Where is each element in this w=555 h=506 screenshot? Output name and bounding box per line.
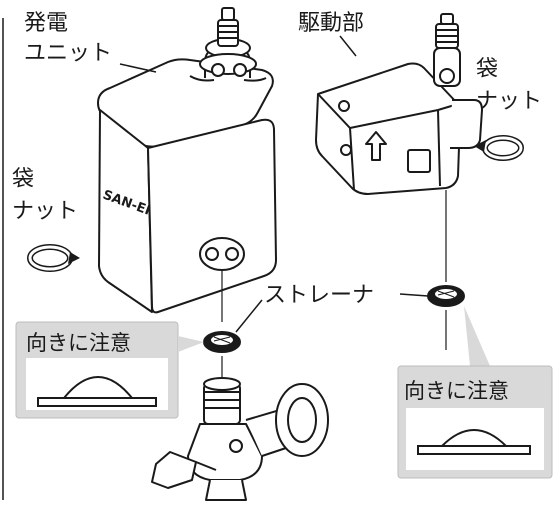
generator-unit-label-line1: 発電 [24, 11, 68, 36]
assembly-guide-lines [221, 190, 447, 380]
circular-arrow-icon-right [474, 135, 524, 161]
strainer-dome-symbol-right [417, 429, 531, 455]
cap-nut-right-label-line1: 袋 [476, 57, 498, 82]
drive-unit-label: 駆動部 [298, 11, 364, 36]
up-arrow-icon [365, 131, 387, 161]
strainer-left [203, 331, 241, 353]
strainer-leader-lines [235, 293, 429, 333]
cap-nut-left-label-line1: 袋 [12, 167, 34, 192]
cap-nut-left-label-line2: ナット [12, 199, 78, 224]
generator-unit [97, 7, 277, 314]
orientation-note-right: 向きに注意 [404, 379, 509, 403]
generator-unit-label-line2: ユニット [24, 41, 112, 66]
circular-arrow-icon-left [27, 244, 80, 272]
orientation-callout-left: 向きに注意 [15, 321, 204, 419]
strainer-label: ストレーナ [264, 283, 374, 308]
generator-label-leader [119, 63, 157, 73]
orientation-callout-right: 向きに注意 [397, 306, 553, 479]
stop-valve [151, 377, 329, 501]
strainer-dome-symbol-left [37, 376, 157, 407]
orientation-note-left: 向きに注意 [26, 331, 131, 355]
drive-unit [315, 13, 483, 195]
cap-nut-right-label-line2: ナット [476, 89, 542, 114]
drive-unit-label-leader [339, 35, 357, 57]
strainer-right [427, 285, 465, 307]
